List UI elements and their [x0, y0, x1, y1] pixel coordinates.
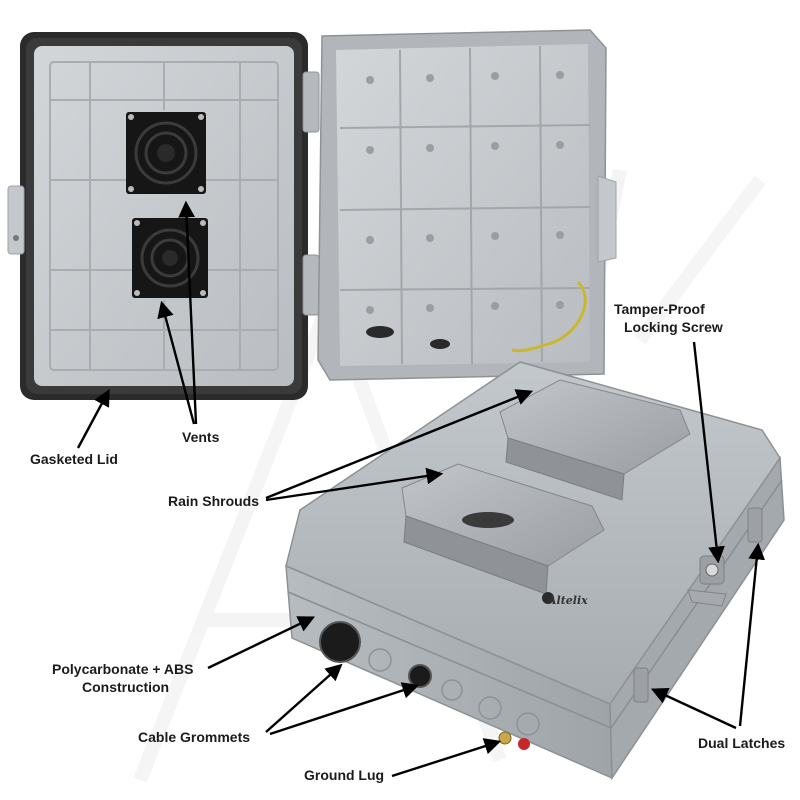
label-cable-grommets: Cable Grommets [138, 729, 251, 745]
label-construction-line2: Construction [82, 679, 170, 695]
rain-shroud-rear [499, 379, 691, 501]
enclosure-interior [317, 29, 617, 381]
closed-enclosure [285, 361, 785, 781]
label-gasketed-lid: Gasketed Lid [30, 451, 118, 467]
latch-front [633, 667, 649, 703]
label-ground-lug: Ground Lug [304, 767, 385, 783]
label-tamper-proof-line1: Tamper-Proof [614, 301, 705, 317]
ground-wire [511, 280, 587, 353]
cable-grommet-small [408, 664, 432, 688]
label-construction-line1: Polycarbonate + ABS [52, 661, 194, 677]
latch-right [747, 507, 763, 543]
vent-fan-lower [132, 218, 208, 298]
open-lid [7, 32, 320, 400]
brand-mark: Altelix [548, 594, 588, 607]
label-tamper-proof-line2: Locking Screw [624, 319, 723, 335]
label-dual-latches: Dual Latches [698, 735, 786, 751]
label-rain-shrouds: Rain Shrouds [168, 493, 260, 509]
callout-arrows [76, 200, 766, 778]
cable-grommet-large [319, 621, 361, 663]
rain-shroud-front [401, 463, 605, 595]
vent-fan-upper [126, 112, 206, 194]
label-vents: Vents [182, 429, 220, 445]
ground-lug [498, 731, 530, 750]
